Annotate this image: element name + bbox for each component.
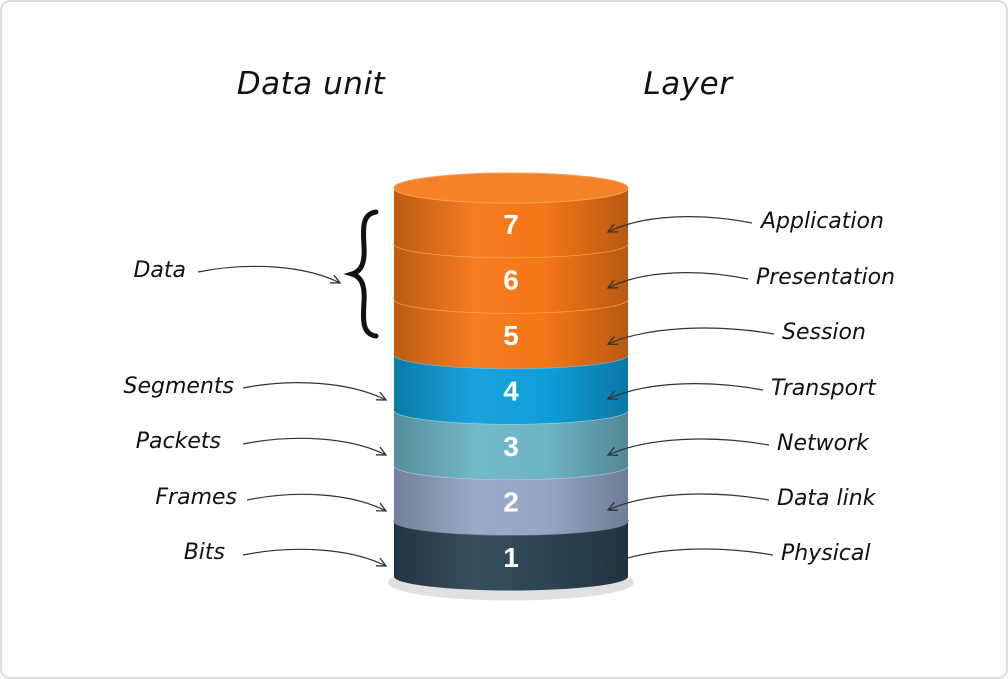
data-unit-packets: Packets bbox=[135, 429, 221, 454]
layer-segment-6 bbox=[394, 243, 628, 313]
arrow-session bbox=[607, 327, 775, 345]
arrow-transport bbox=[607, 383, 764, 400]
layer-name-presentation: Presentation bbox=[756, 265, 896, 290]
data-group-brace bbox=[343, 209, 379, 339]
arrow-transport-head bbox=[606, 390, 619, 400]
arrow-session-head bbox=[606, 336, 619, 346]
arrow-segments bbox=[242, 382, 387, 401]
arrow-physical bbox=[607, 548, 774, 566]
data-unit-header: Data unit bbox=[236, 66, 386, 102]
arrow-network-head bbox=[606, 446, 619, 456]
layer-number-2: 2 bbox=[503, 486, 519, 517]
layer-segment-3 bbox=[394, 410, 628, 480]
arrow-network bbox=[607, 438, 770, 456]
arrow-application-head bbox=[606, 223, 619, 233]
data-unit-data: Data bbox=[133, 258, 186, 283]
layer-header: Layer bbox=[643, 66, 733, 102]
arrow-bits-head bbox=[375, 557, 388, 567]
layer-name-session: Session bbox=[782, 320, 866, 345]
layer-segment-2 bbox=[394, 465, 628, 535]
arrow-segments-head bbox=[375, 391, 388, 401]
layer-segment-4 bbox=[394, 354, 628, 424]
layer-name-data-link: Data link bbox=[777, 486, 876, 511]
arrow-physical-head bbox=[606, 556, 619, 567]
data-unit-frames: Frames bbox=[155, 485, 237, 510]
layer-number-3: 3 bbox=[503, 431, 519, 462]
layer-segment-1 bbox=[394, 521, 628, 591]
layer-number-7: 7 bbox=[503, 209, 519, 240]
layer-name-application: Application bbox=[761, 209, 884, 234]
arrow-presentation bbox=[607, 272, 749, 289]
layer-number-4: 4 bbox=[503, 375, 519, 406]
layer-segment-5 bbox=[394, 299, 628, 369]
layer-name-transport: Transport bbox=[771, 376, 876, 401]
arrow-frames bbox=[246, 493, 387, 512]
layer-number-1: 1 bbox=[503, 542, 519, 573]
layer-name-network: Network bbox=[777, 431, 869, 456]
stack-top-cap bbox=[393, 172, 629, 204]
arrow-data bbox=[197, 265, 341, 284]
layer-number-6: 6 bbox=[503, 264, 519, 295]
arrow-frames-head bbox=[375, 502, 388, 512]
arrow-packets-head bbox=[375, 446, 388, 456]
data-unit-bits: Bits bbox=[183, 540, 225, 565]
arrow-data-link bbox=[607, 493, 770, 511]
arrow-packets bbox=[242, 437, 387, 456]
arrow-data-link-head bbox=[606, 501, 619, 511]
arrow-data-head bbox=[329, 274, 342, 284]
data-unit-segments: Segments bbox=[123, 374, 234, 399]
arrow-presentation-head bbox=[606, 279, 619, 289]
layer-segment-7 bbox=[394, 188, 628, 258]
arrow-bits bbox=[242, 548, 387, 567]
arrow-application bbox=[607, 216, 753, 233]
layer-name-physical: Physical bbox=[781, 541, 871, 566]
layer-number-5: 5 bbox=[503, 320, 519, 351]
